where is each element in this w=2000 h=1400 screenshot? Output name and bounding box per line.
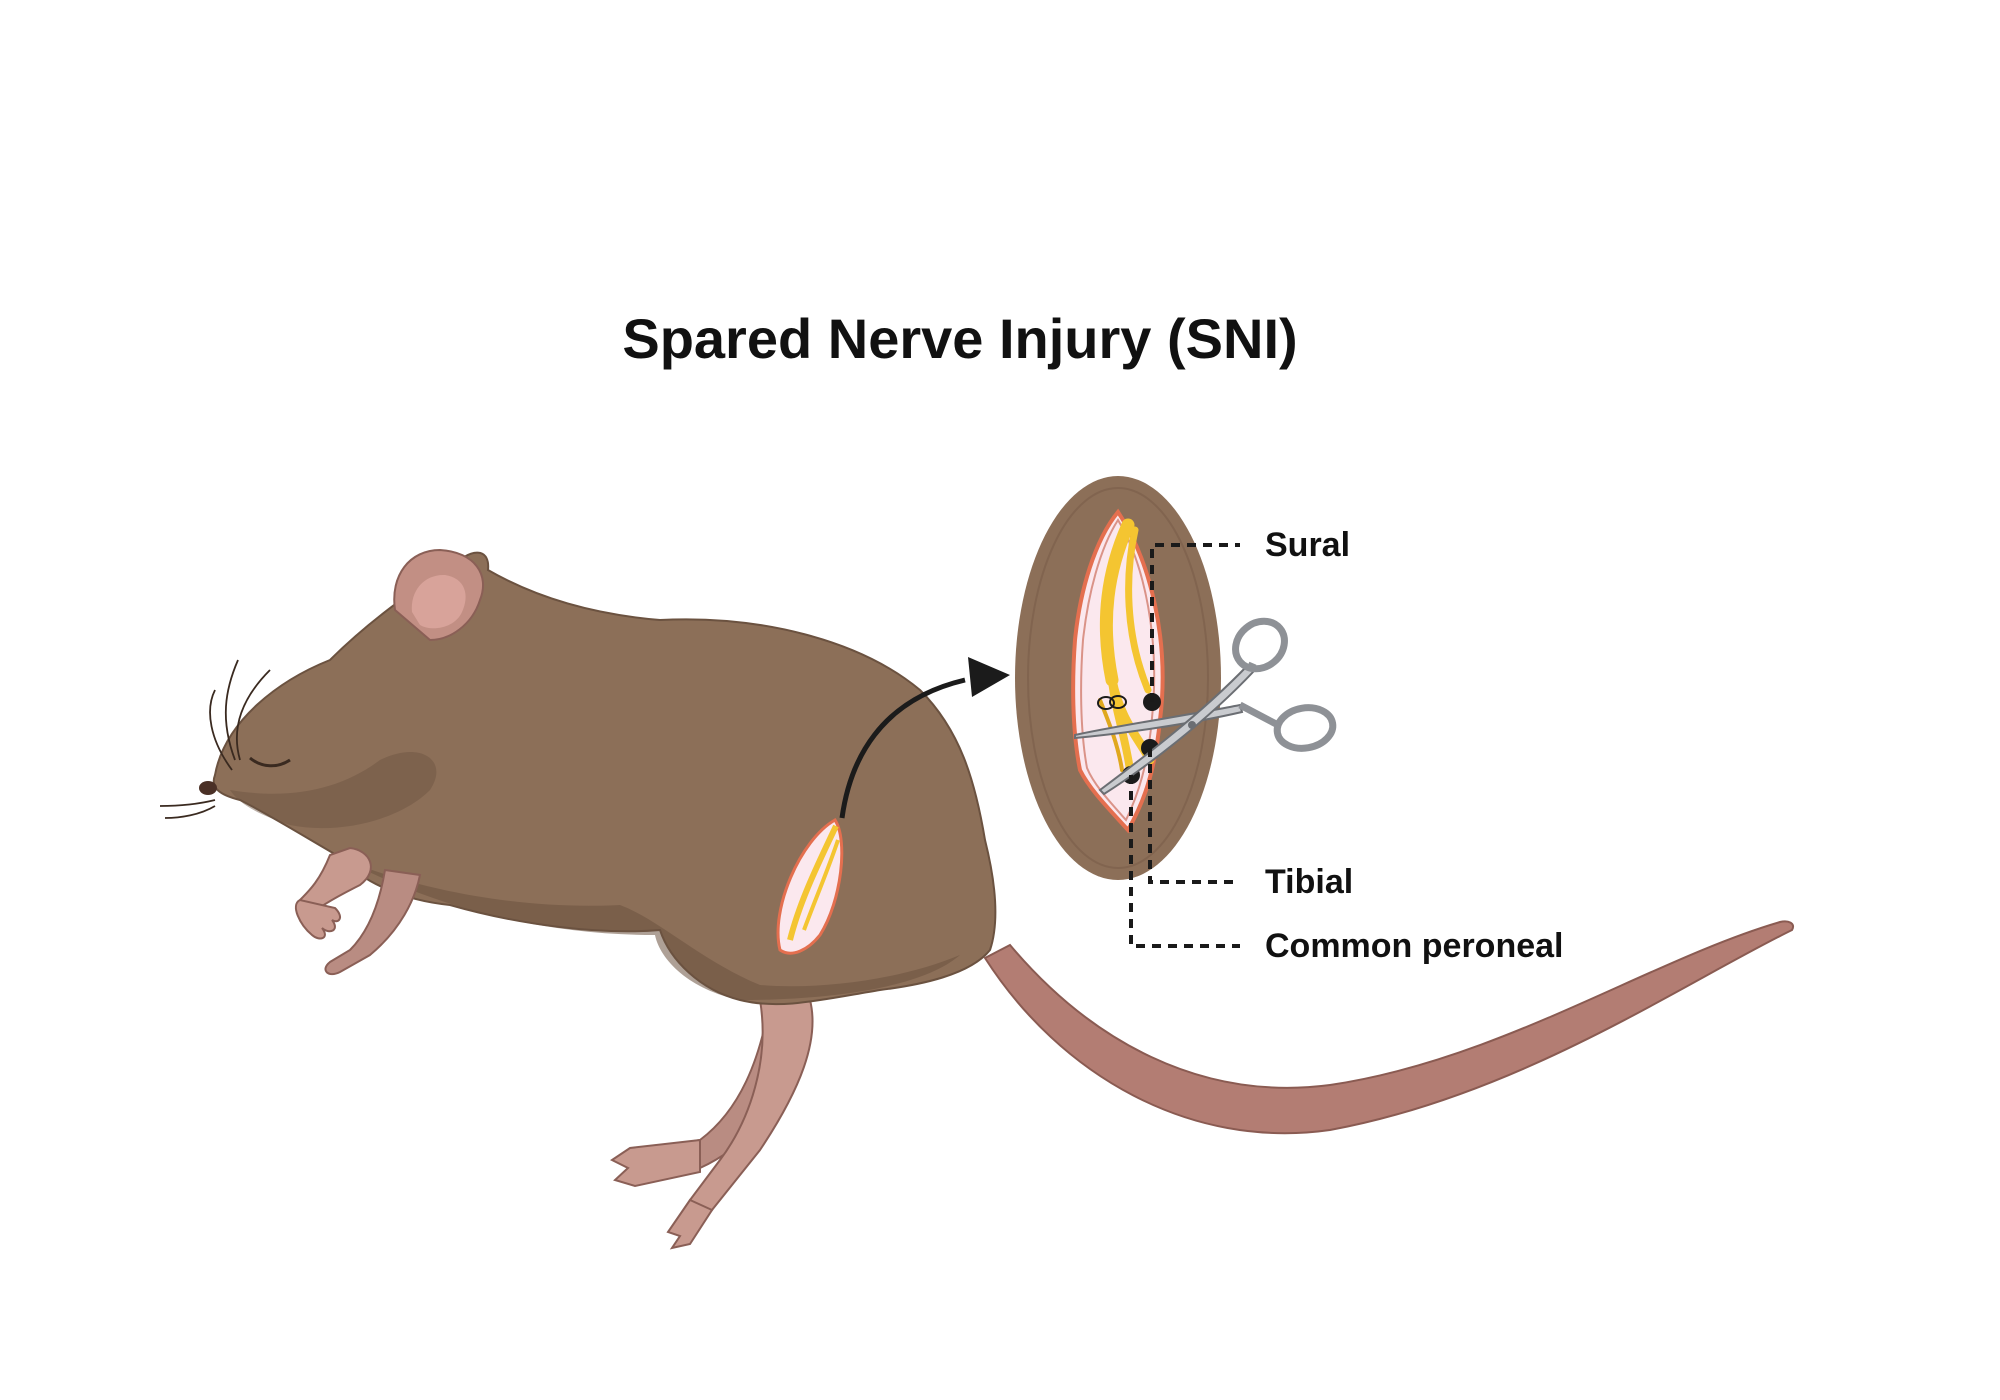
sciatic-nerve: [1099, 518, 1135, 687]
mouse-tail: [983, 920, 1794, 1135]
ligature-knot: [1097, 695, 1127, 710]
hind-foot-back: [610, 1138, 701, 1188]
head-shadow: [230, 751, 437, 829]
label-tibial: Tibial: [1265, 863, 1353, 901]
mouse-illustration: [159, 548, 1794, 1250]
magnified-view: [1015, 476, 1337, 880]
scissor-handle-upper: [1232, 617, 1288, 673]
scissor-handle-lower: [1273, 704, 1337, 752]
diagram-title: Spared Nerve Injury (SNI): [622, 307, 1297, 370]
label-common-peroneal: Common peroneal: [1265, 927, 1563, 965]
front-arm-back: [324, 868, 422, 976]
leader-lines: [1129, 543, 1240, 948]
front-arm-front: [298, 846, 372, 917]
hind-leg-front: [686, 999, 814, 1221]
leader-tibial: [1148, 748, 1240, 884]
mouse-eye: [249, 756, 291, 768]
hip-incision: [776, 817, 844, 955]
body-shadow: [345, 860, 960, 1000]
sural-nerve: [1125, 526, 1152, 694]
common-peroneal-nerve: [1108, 676, 1134, 774]
whiskers: [159, 659, 271, 819]
hind-foot-front: [666, 1198, 714, 1250]
front-paw: [294, 898, 342, 940]
mouse-body: [212, 551, 997, 1006]
scissors-icon: [1074, 617, 1337, 796]
leader-common-peroneal: [1129, 775, 1240, 948]
leader-sural: [1150, 543, 1240, 702]
zoom-arrow: [839, 657, 1010, 819]
label-sural: Sural: [1265, 526, 1350, 564]
mouse-ear-inner: [411, 574, 466, 629]
mouse-nose: [199, 781, 217, 795]
